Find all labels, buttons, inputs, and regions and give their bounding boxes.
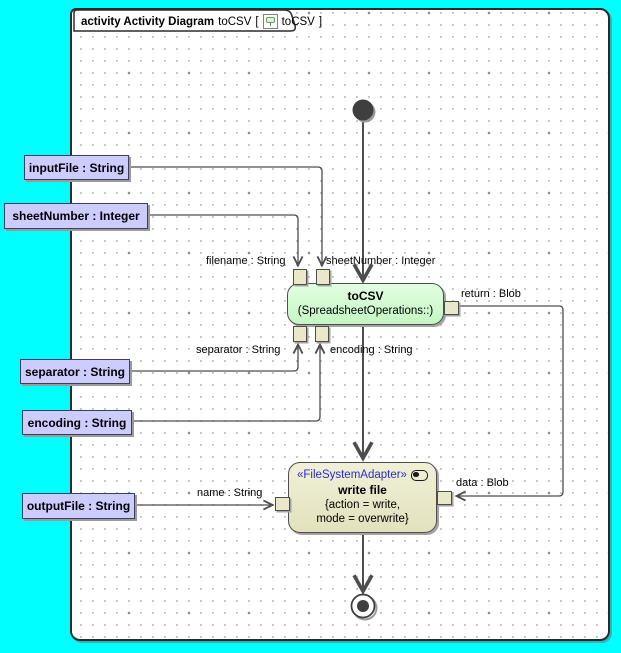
edge-separator[interactable] bbox=[128, 342, 304, 372]
pin-label-encoding[interactable]: encoding : String bbox=[330, 344, 413, 356]
parameter-label: inputFile : String bbox=[28, 160, 125, 175]
pin-label-return[interactable]: return : Blob bbox=[461, 288, 521, 300]
heading-diagram-kind: activity Activity Diagram bbox=[81, 15, 215, 28]
pin-label-separator[interactable]: separator : String bbox=[196, 344, 281, 356]
pin-label-data[interactable]: data : Blob bbox=[456, 477, 509, 489]
pin-label-filename[interactable]: filename : String bbox=[206, 255, 286, 267]
action-name: toCSV bbox=[347, 289, 384, 304]
heading-context-name: toCSV bbox=[281, 15, 315, 28]
activity-diagram-icon bbox=[262, 14, 278, 29]
parameter-node-sheetnumber[interactable]: sheetNumber : Integer bbox=[4, 203, 148, 229]
pin-separator[interactable] bbox=[293, 326, 307, 342]
parameter-node-outputfile[interactable]: outputFile : String bbox=[22, 493, 135, 519]
parameter-label: separator : String bbox=[24, 364, 126, 379]
pin-name[interactable] bbox=[275, 497, 290, 511]
pin-return[interactable] bbox=[444, 301, 459, 315]
stereotype-label: «FileSystemAdapter» bbox=[297, 469, 407, 482]
heading-diagram-name: toCSV bbox=[218, 15, 252, 28]
pin-label-name[interactable]: name : String bbox=[197, 487, 263, 499]
parameter-node-encoding[interactable]: encoding : String bbox=[22, 410, 132, 435]
action-name: write file bbox=[338, 482, 387, 497]
frame-heading: activity Activity Diagram toCSV [ toCSV … bbox=[81, 13, 322, 30]
pin-encoding[interactable] bbox=[315, 326, 329, 342]
parameter-node-inputfile[interactable]: inputFile : String bbox=[24, 155, 129, 180]
final-node-core bbox=[357, 600, 369, 612]
parameter-label: sheetNumber : Integer bbox=[12, 209, 140, 223]
action-write-file[interactable]: «FileSystemAdapter» write file {action =… bbox=[288, 462, 437, 533]
edge-encoding[interactable] bbox=[130, 342, 326, 422]
heading-close-bracket: ] bbox=[318, 15, 323, 28]
action-tocsv[interactable]: toCSV (SpreadsheetOperations::) bbox=[287, 283, 444, 325]
initial-node[interactable] bbox=[352, 99, 374, 121]
pin-data[interactable] bbox=[437, 491, 452, 505]
action-properties-line1: {action = write, bbox=[324, 498, 401, 511]
edge-return-to-data[interactable] bbox=[454, 305, 564, 502]
edge-inputfile[interactable] bbox=[127, 166, 328, 268]
action-properties-line2: mode = overwrite} bbox=[316, 513, 409, 526]
pin-filename[interactable] bbox=[293, 269, 307, 285]
edge-sheetnumber[interactable] bbox=[146, 214, 304, 268]
heading-open-bracket: [ bbox=[255, 15, 259, 28]
adapter-toggle-icon bbox=[410, 470, 428, 482]
action-qualifier: (SpreadsheetOperations::) bbox=[297, 305, 434, 318]
frame-heading-tab bbox=[73, 9, 297, 32]
pin-sheetnumber[interactable] bbox=[316, 269, 330, 285]
parameter-node-separator[interactable]: separator : String bbox=[20, 359, 130, 384]
parameter-label: outputFile : String bbox=[26, 499, 131, 513]
pin-label-sheetnumber[interactable]: sheetNumber : Integer bbox=[326, 255, 436, 267]
parameter-label: encoding : String bbox=[27, 415, 127, 430]
